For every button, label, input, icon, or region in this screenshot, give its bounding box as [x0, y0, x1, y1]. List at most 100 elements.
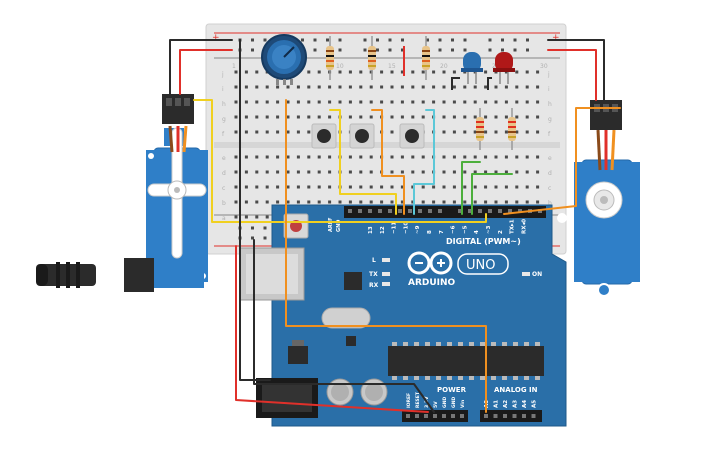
svg-text:a: a [222, 215, 226, 222]
led-red[interactable] [493, 52, 515, 84]
digital-pin-label: ~11 [392, 222, 398, 234]
svg-text:g: g [222, 116, 226, 123]
voltage-regulator [288, 346, 308, 364]
power-label: POWER [437, 386, 467, 394]
analog-pin-label: A5 [532, 400, 538, 408]
svg-text:e: e [222, 155, 226, 162]
digital-pin-label: ~3 [486, 225, 492, 234]
wire-yellow-button [329, 109, 397, 215]
led-rx-indicator [382, 282, 390, 286]
label-on: ON [532, 271, 542, 278]
analog-pin-label: A1 [494, 400, 500, 408]
digital-pin-label: 4 [474, 230, 480, 234]
analog-pin-label: A2 [503, 400, 509, 408]
digital-pin-label: ~5 [462, 225, 468, 234]
center-channel [214, 142, 560, 148]
pushbutton-3[interactable] [399, 123, 425, 149]
svg-text:b: b [222, 200, 226, 207]
svg-text:f: f [222, 131, 225, 138]
digital-pin-label: ~6 [451, 225, 457, 234]
svg-text:i: i [548, 86, 550, 93]
svg-text:20: 20 [440, 63, 448, 70]
wire-orange-servo-right [503, 107, 621, 215]
wire-black-gnd-2 [253, 239, 435, 413]
capacitor-1 [326, 378, 354, 406]
digital-pin-label: TX▸1 [510, 219, 516, 234]
led-ground-wire-1 [451, 77, 460, 90]
svg-text:f: f [548, 131, 551, 138]
crystal-oscillator [321, 307, 371, 329]
servo-right-connector [590, 100, 622, 130]
servo-right[interactable] [574, 159, 640, 297]
digital-pin-label: ~9 [415, 225, 421, 234]
arduino-logo [407, 251, 453, 275]
led-blue[interactable] [461, 52, 483, 84]
rail-plus-label-right: + [552, 33, 560, 43]
pushbutton-1[interactable] [311, 123, 337, 149]
mounting-hole [557, 213, 567, 223]
led-l-indicator [382, 258, 390, 262]
power-pin-label: IOREF [406, 393, 412, 408]
digital-pin-label: 8 [427, 230, 433, 234]
wire-red-servo-right [547, 49, 597, 101]
servo-left-horn[interactable] [147, 127, 207, 259]
svg-text:1: 1 [232, 63, 236, 70]
wire-orange-pot [285, 99, 487, 413]
digital-pin-label: 7 [439, 230, 445, 234]
analog-pin-label: A3 [513, 400, 519, 408]
wire-red-servo-left [179, 49, 233, 95]
power-pin-label: RESET [415, 391, 421, 408]
digital-pin-label: 13 [368, 226, 374, 234]
svg-text:j: j [221, 71, 224, 78]
label-rx: RX [369, 282, 379, 289]
svg-text:h: h [548, 101, 552, 108]
svg-text:h: h [222, 101, 226, 108]
led-on-indicator [522, 272, 530, 276]
svg-text:b: b [548, 200, 552, 207]
label-tx: TX [369, 271, 378, 278]
servo-left[interactable] [132, 127, 208, 292]
servo-left-cable [168, 125, 188, 153]
potentiometer[interactable] [261, 34, 307, 85]
resistor-led-2 [508, 108, 516, 150]
wire-orange-button [371, 109, 405, 215]
analog-pin-label: A4 [522, 400, 528, 408]
resistor-button-1 [326, 36, 334, 80]
led-ground-wire-2 [487, 77, 492, 90]
reset-button[interactable] [283, 213, 309, 239]
power-pin-label: GND [451, 397, 457, 408]
servo-left-connector [162, 94, 194, 124]
model-label: UNO [466, 258, 495, 273]
analog-header [480, 410, 542, 422]
wire-yellow-servo-left [193, 99, 487, 223]
wire-cyan-button [413, 109, 435, 215]
model-badge [457, 253, 509, 275]
power-pin-label: 5V [433, 401, 439, 408]
svg-text:d: d [222, 170, 226, 177]
svg-text:i: i [222, 86, 224, 93]
wire-black-servo-left [169, 39, 233, 95]
servo-right-cable [596, 129, 616, 171]
gnd-label: GND [336, 220, 342, 232]
label-l: L [372, 257, 376, 264]
wire-green-led-1 [461, 161, 481, 215]
servo-right-horn[interactable] [585, 181, 623, 219]
svg-text:10: 10 [336, 63, 344, 70]
svg-text:j: j [547, 71, 550, 78]
resistor-led-1 [476, 108, 484, 150]
pushbutton-2[interactable] [349, 123, 375, 149]
wire-black-servo-right [547, 39, 605, 101]
svg-text:g: g [548, 116, 552, 123]
servo-cable-plug [36, 262, 96, 288]
wire-black-gnd [239, 39, 271, 381]
digital-label: DIGITAL (PWM~) [446, 237, 521, 246]
wire-green-led-2 [471, 173, 513, 215]
bottom-header-holes [406, 414, 536, 418]
resistor-button-2 [368, 36, 376, 80]
atmega-pins [392, 342, 540, 380]
power-pin-label: GND [442, 397, 448, 408]
brand-label: ARDUINO [408, 278, 456, 288]
